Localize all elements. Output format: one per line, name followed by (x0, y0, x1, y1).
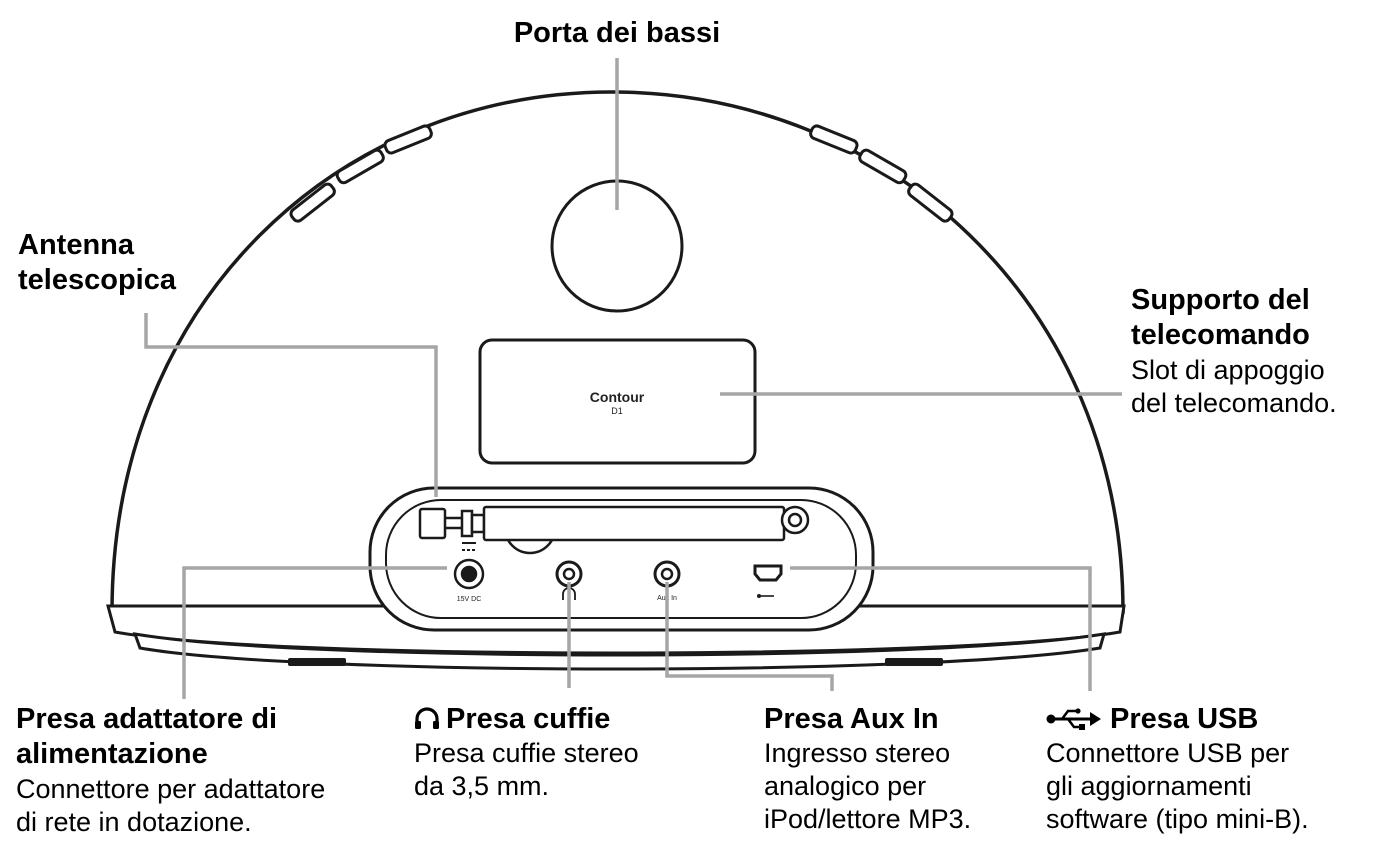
usb-port (753, 564, 783, 598)
callout-aux-desc-2: analogico per (764, 771, 927, 802)
headphones-icon (415, 707, 439, 729)
callout-antenna-title-1: Antenna (18, 229, 134, 261)
callout-antenna-title-2: telescopica (18, 264, 176, 297)
callout-remote-holder-desc-2: del telecomando. (1131, 387, 1337, 418)
callout-power-title-2: alimentazione (16, 738, 208, 771)
callout-aux: Presa Aux In Ingresso stereo analogico p… (764, 702, 971, 836)
callout-aux-desc-3: iPod/lettore MP3. (764, 804, 972, 835)
dome-buttons (289, 124, 954, 223)
callout-bass-port: Porta dei bassi (477, 16, 757, 51)
line-usb (790, 566, 1092, 691)
callout-usb-desc-2: gli aggiornamenti (1046, 771, 1252, 802)
callout-headphones-title-row: Presa cuffie (414, 702, 639, 737)
line-antenna (144, 313, 438, 497)
callout-remote-holder: Supporto del telecomando Slot di appoggi… (1131, 283, 1337, 420)
callout-usb: Presa USB Connettore USB per gli aggiorn… (1046, 702, 1309, 836)
speaker-feet (288, 658, 943, 666)
callout-power: Presa adattatore di alimentazione Connet… (16, 702, 325, 839)
callout-remote-holder-desc-1: Slot di appoggio (1131, 354, 1325, 385)
telescopic-antenna (418, 505, 810, 555)
callout-power-desc-2: di rete in dotazione. (16, 806, 252, 837)
callout-power-title-1: Presa adattatore di (16, 703, 278, 735)
line-aux (665, 582, 834, 691)
callout-remote-holder-title-1: Supporto del (1131, 284, 1310, 316)
product-label-name: Contour (590, 389, 645, 405)
callout-headphones: Presa cuffie Presa cuffie stereo da 3,5 … (414, 702, 639, 803)
callout-antenna: Antenna telescopica (18, 228, 176, 299)
callout-aux-title: Presa Aux In (764, 703, 939, 735)
callout-bass-port-title: Porta dei bassi (513, 17, 721, 49)
callout-headphones-desc-2: da 3,5 mm. (414, 771, 550, 802)
line-power (182, 566, 447, 699)
callout-headphones-title: Presa cuffie (446, 703, 611, 735)
callout-lines (144, 58, 1122, 699)
product-label-model: D1 (611, 406, 623, 416)
callout-remote-holder-title-2: telecomando (1131, 319, 1310, 352)
speaker-base-lower (132, 632, 1107, 671)
callout-power-desc-1: Connettore per adattatore (16, 773, 326, 804)
callout-aux-desc-1: Ingresso stereo (764, 738, 951, 769)
remote-holder (478, 338, 757, 465)
callout-usb-title-row: Presa USB (1046, 702, 1309, 737)
power-jack (453, 542, 485, 590)
callout-usb-desc-3: software (tipo mini-B). (1046, 804, 1309, 835)
power-jack-label: 15V DC (457, 596, 482, 603)
callout-usb-title: Presa USB (1110, 703, 1259, 735)
callout-usb-desc-1: Connettore USB per (1046, 738, 1290, 769)
usb-icon (1046, 708, 1101, 730)
callout-headphones-desc-1: Presa cuffie stereo (414, 738, 639, 769)
